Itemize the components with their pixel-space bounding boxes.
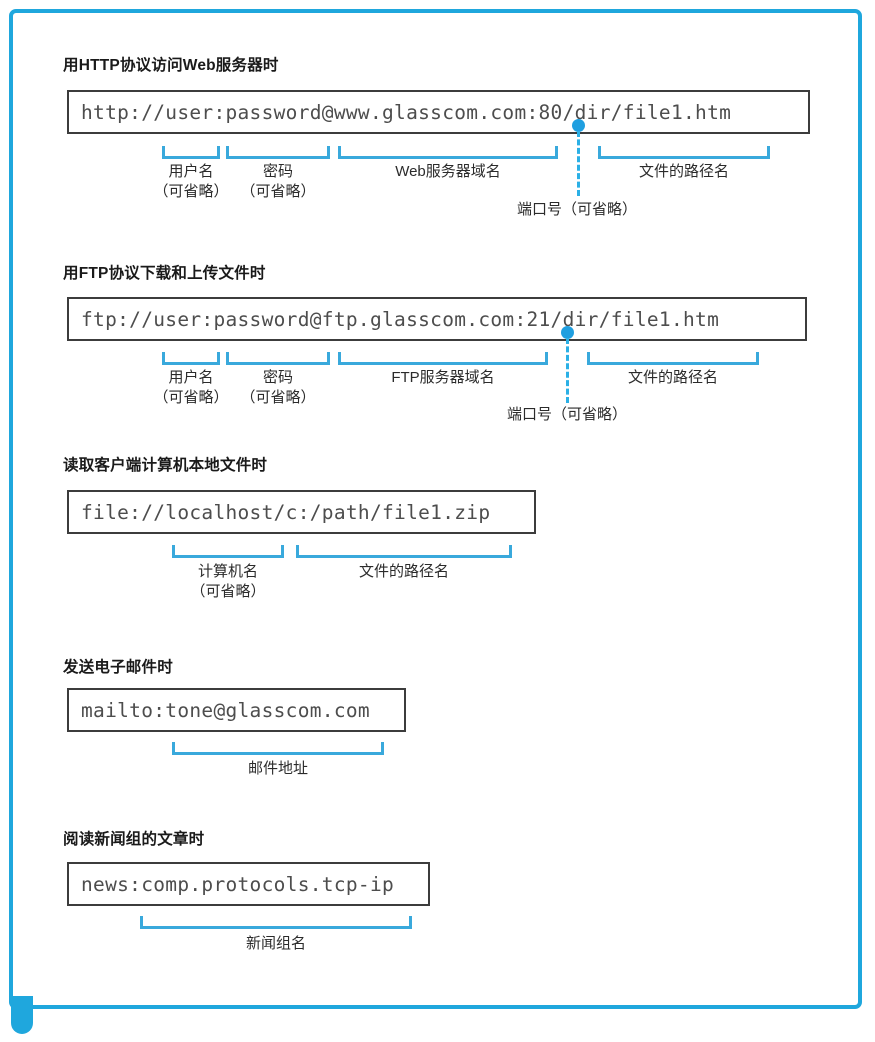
url-box-news[interactable]: news:comp.protocols.tcp-ip [67,862,430,906]
bracket-ftp-password [226,352,330,365]
section-title-ftp: 用FTP协议下载和上传文件时 [63,265,266,282]
section-title-news: 阅读新闻组的文章时 [63,831,205,848]
url-box-file[interactable]: file://localhost/c:/path/file1.zip [67,490,536,534]
bracket-file-hostname [172,545,284,558]
caption-ftp-domain: FTP服务器域名 [391,369,495,386]
url-text-ftp: ftp://user:password@ftp.glasscom.com:21/… [81,307,720,331]
caption-file-path: 文件的路径名 [358,563,449,580]
bracket-http-username [162,146,220,159]
bracket-mailto-address [172,742,384,755]
bracket-http-password [226,146,330,159]
caption-mailto-address: 邮件地址 [247,760,308,777]
url-text-http: http://user:password@www.glasscom.com:80… [81,100,732,124]
section-title-mailto: 发送电子邮件时 [63,659,173,676]
caption-ftp-port: 端口号（可省略） [506,406,627,423]
port-marker-dot-ftp [561,326,574,339]
corner-tab-marker [11,996,33,1034]
bracket-ftp-domain [338,352,548,365]
section-title-http: 用HTTP协议访问Web服务器时 [63,57,279,74]
port-marker-dot-http [572,119,585,132]
url-text-mailto: mailto:tone@glasscom.com [81,698,370,722]
caption-ftp-username: 用户名 （可省略） [153,369,229,407]
caption-ftp-password: 密码 （可省略） [240,369,316,407]
caption-news-groupname: 新闻组名 [245,935,306,952]
url-box-mailto[interactable]: mailto:tone@glasscom.com [67,688,406,732]
caption-http-password: 密码 （可省略） [240,163,316,201]
port-dashed-line-http [577,131,580,196]
caption-ftp-path: 文件的路径名 [627,369,718,386]
bracket-ftp-path [587,352,759,365]
caption-http-path: 文件的路径名 [638,163,729,180]
bracket-news-groupname [140,916,412,929]
url-box-ftp[interactable]: ftp://user:password@ftp.glasscom.com:21/… [67,297,807,341]
caption-http-port: 端口号（可省略） [516,201,637,218]
url-text-file: file://localhost/c:/path/file1.zip [81,500,491,524]
url-text-news: news:comp.protocols.tcp-ip [81,872,395,896]
bracket-ftp-username [162,352,220,365]
port-dashed-line-ftp [566,338,569,403]
bracket-file-path [296,545,512,558]
section-title-file: 读取客户端计算机本地文件时 [63,457,268,474]
bracket-http-path [598,146,770,159]
caption-file-hostname: 计算机名 （可省略） [190,563,266,601]
bracket-http-domain [338,146,558,159]
caption-http-domain: Web服务器域名 [395,163,501,180]
caption-http-username: 用户名 （可省略） [153,163,229,201]
url-box-http[interactable]: http://user:password@www.glasscom.com:80… [67,90,810,134]
